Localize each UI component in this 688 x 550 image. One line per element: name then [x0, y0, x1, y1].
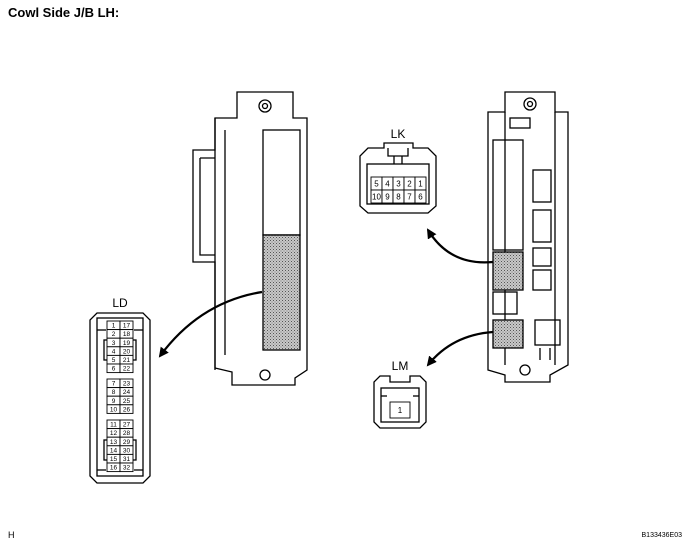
pin-number: 21	[123, 357, 131, 364]
pin-number: 25	[123, 398, 131, 405]
pin-number: 4	[385, 179, 390, 188]
pin-number: 1	[418, 179, 423, 188]
pin-number: 10	[372, 192, 381, 201]
connector-ld: LD 1 17 2 18 3 19 4 20 5 21 6 22 7 23 8 24 9 25 10 26 11 27 12…	[89, 296, 151, 484]
pin-cell	[389, 401, 411, 419]
pin-number: 22	[123, 366, 131, 373]
pin-number: 27	[123, 422, 131, 429]
pin-cell	[119, 462, 134, 473]
figure-id: B133436E03	[641, 532, 682, 539]
pin-number: 9	[385, 192, 390, 201]
connector-lm-label: LM	[392, 359, 409, 373]
arrow-to-ld	[158, 290, 263, 358]
pin-number: 1	[398, 406, 403, 415]
pin-number: 19	[123, 340, 131, 347]
pin-number: 16	[110, 465, 118, 472]
pin-number: 24	[123, 389, 131, 396]
pin-number: 20	[123, 348, 131, 355]
pin-number: 11	[110, 422, 117, 429]
page-title: Cowl Side J/B LH:	[8, 5, 120, 20]
pin-number: 3	[112, 340, 116, 347]
pin-number: 18	[123, 331, 131, 338]
pin-cell	[119, 363, 134, 374]
pin-number: 8	[396, 192, 401, 201]
pin-number: 2	[112, 331, 116, 338]
connector-lk-label: LK	[391, 127, 406, 141]
pin-number: 10	[110, 406, 118, 413]
pin-number: 30	[123, 447, 131, 454]
junction-block-right	[487, 91, 569, 383]
pin-number: 17	[123, 323, 131, 330]
pin-number: 7	[112, 381, 116, 388]
pin-number: 9	[112, 398, 116, 405]
pin-number: 4	[112, 348, 116, 355]
pin-number: 6	[418, 192, 423, 201]
arrow-to-lm	[426, 330, 494, 367]
pin-number: 1	[112, 323, 116, 330]
pin-number: 15	[110, 456, 118, 463]
pin-number: 3	[396, 179, 401, 188]
pin-number: 29	[123, 439, 131, 446]
pin-number: 7	[407, 192, 412, 201]
pin-number: 5	[374, 179, 379, 188]
pin-number: 14	[110, 447, 118, 454]
lm-pin-grid: 1	[389, 401, 411, 419]
connector-ld-label: LD	[112, 296, 128, 310]
footer-left-code: H	[8, 530, 15, 540]
pin-number: 23	[123, 381, 131, 388]
junction-block-left	[192, 91, 308, 386]
pin-cell	[414, 189, 427, 204]
pin-number: 26	[123, 406, 131, 413]
pin-number: 32	[123, 465, 131, 472]
pin-number: 6	[112, 366, 116, 373]
pin-number: 13	[110, 439, 118, 446]
pin-cell	[119, 404, 134, 414]
pin-number: 8	[112, 389, 116, 396]
ld-pin-grid: 1 17 2 18 3 19 4 20 5 21 6 22 7 23 8 24 9 25 10 26 11 27 12 28 1…	[106, 320, 134, 473]
pin-number: 5	[112, 357, 116, 364]
pin-number: 2	[407, 179, 412, 188]
connector-lm: LM 1	[373, 359, 427, 429]
pin-number: 31	[123, 456, 131, 463]
pin-number: 12	[110, 430, 118, 437]
arrow-to-lk	[426, 228, 494, 264]
pin-number: 28	[123, 430, 131, 437]
